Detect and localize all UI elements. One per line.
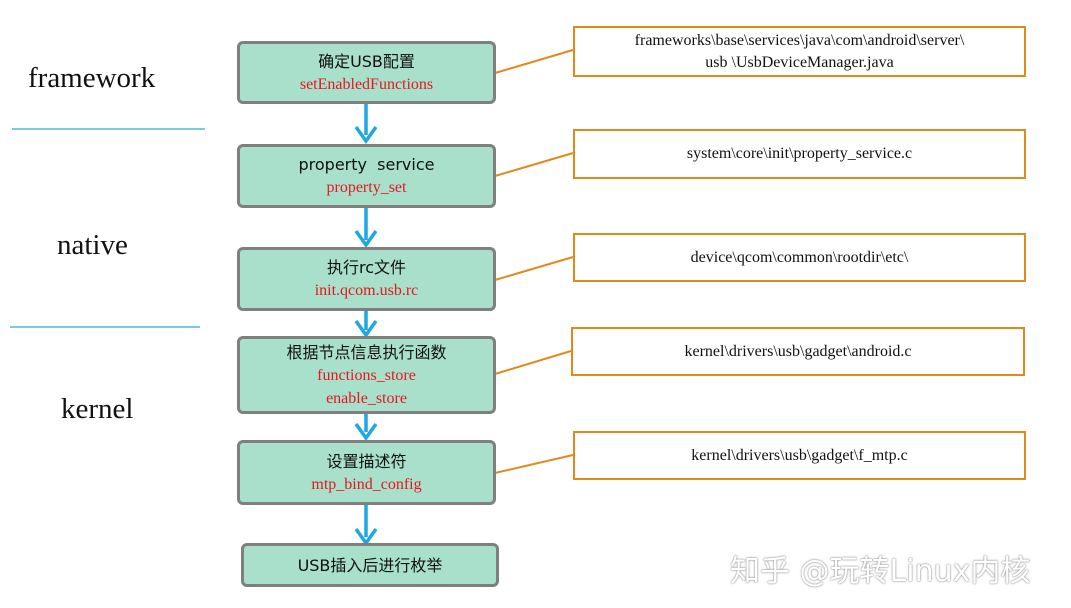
- step-box-set-descriptors: 设置描述符 mtp_bind_config: [237, 440, 496, 505]
- path-connector-5: [494, 454, 574, 474]
- source-path-line: device\qcom\common\rootdir\etc\: [690, 248, 909, 266]
- source-path-f-mtp-c: kernel\drivers\usb\gadget\f_mtp.c: [573, 431, 1026, 480]
- watermark: 知乎 @玩转Linux内核: [730, 554, 1031, 589]
- step-function: mtp_bind_config: [311, 475, 422, 493]
- step-function: enable_store: [326, 389, 407, 407]
- flow-arrow-1: [354, 104, 378, 145]
- source-path-line: kernel\drivers\usb\gadget\android.c: [684, 342, 912, 360]
- step-box-determine-usb-config: 确定USB配置 setEnabledFunctions: [237, 41, 496, 104]
- flow-arrow-5: [354, 505, 378, 547]
- step-title: USB插入后进行枚举: [297, 555, 443, 575]
- step-function: functions_store: [317, 366, 416, 384]
- source-path-android-c: kernel\drivers\usb\gadget\android.c: [571, 327, 1025, 376]
- layer-label-kernel: kernel: [61, 393, 134, 425]
- step-title: 根据节点信息执行函数: [286, 342, 447, 362]
- source-path-line: usb \UsbDeviceManager.java: [705, 53, 894, 71]
- source-path-rootdir-etc: device\qcom\common\rootdir\etc\: [573, 233, 1026, 282]
- path-connector-4: [494, 350, 572, 375]
- layer-label-native: native: [57, 229, 128, 261]
- path-connector-1: [494, 49, 574, 74]
- source-path-line: kernel\drivers\usb\gadget\f_mtp.c: [691, 446, 908, 464]
- step-box-property-service: property service property_set: [237, 144, 496, 208]
- step-box-execute-node-functions: 根据节点信息执行函数 functions_store enable_store: [237, 336, 496, 414]
- step-function: property_set: [326, 179, 407, 196]
- flow-arrow-4: [354, 414, 378, 442]
- flow-arrow-3: [354, 311, 378, 339]
- step-function: init.qcom.usb.rc: [314, 282, 419, 299]
- path-connector-3: [494, 256, 574, 281]
- layer-label-framework: framework: [28, 62, 156, 94]
- source-path-property-service: system\core\init\property_service.c: [573, 129, 1026, 179]
- source-path-line: frameworks\base\services\java\com\androi…: [634, 31, 965, 49]
- step-box-usb-enumeration: USB插入后进行枚举: [241, 543, 499, 587]
- step-title: 设置描述符: [326, 451, 407, 471]
- step-title: property service: [298, 155, 435, 174]
- source-path-usb-device-manager: frameworks\base\services\java\com\androi…: [573, 26, 1026, 77]
- step-title: 确定USB配置: [318, 51, 415, 71]
- flow-arrow-2: [354, 208, 378, 249]
- path-connector-2: [494, 152, 574, 177]
- step-function: setEnabledFunctions: [299, 75, 434, 93]
- step-box-execute-rc-file: 执行rc文件 init.qcom.usb.rc: [237, 247, 496, 311]
- source-path-line: system\core\init\property_service.c: [686, 145, 913, 162]
- step-title: 执行rc文件: [326, 258, 407, 277]
